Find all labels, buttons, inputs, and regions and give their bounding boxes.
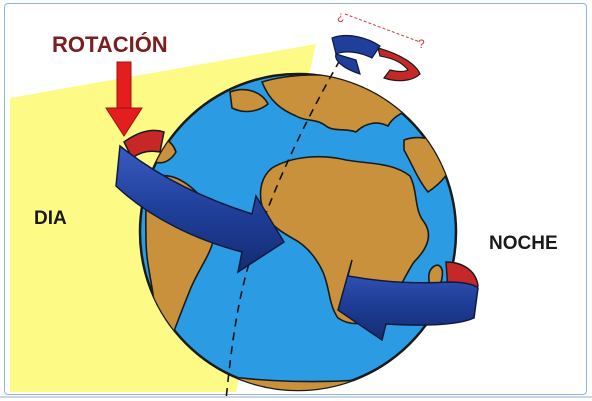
bottom-divider [0,396,592,398]
night-label: NOCHE [489,233,558,254]
globe [138,59,458,401]
question-close-label: ? [418,37,425,51]
rotation-band-left [115,129,286,274]
day-label: DIA [34,208,67,229]
rotation-label: ROTACIÓN [52,32,168,57]
question-open-label: ¿ [337,9,344,23]
down-arrow-icon [105,61,143,137]
rotation-band-right [337,259,479,342]
continent-greenland [229,88,269,113]
axis-rotation-icon: ¿ ? [331,9,425,82]
